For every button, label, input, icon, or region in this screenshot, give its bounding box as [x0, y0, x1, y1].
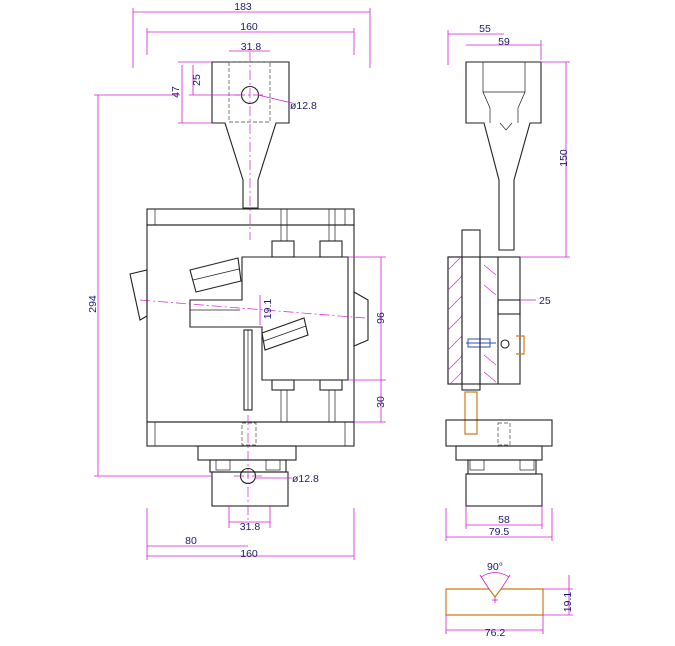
side-lower-adapter: [465, 473, 543, 507]
dim-specimen-height: 19.1: [562, 592, 574, 613]
dim-front-upper-bore: 31.8: [241, 41, 262, 53]
dim-front-upper-47: 47: [170, 86, 182, 98]
side-upper-grip: [465, 61, 542, 251]
front-main-body: [146, 208, 355, 226]
dim-front-mid-96: 96: [375, 312, 387, 324]
front-lower-jaw: [261, 317, 309, 351]
front-upper-jaw: [189, 257, 242, 293]
dim-side-79-5: 79.5: [489, 526, 510, 538]
dim-front-total-height: 294: [87, 295, 99, 313]
dim-front-upper-25: 25: [191, 74, 203, 86]
dim-front-overall-width: 183: [234, 1, 252, 13]
dim-front-top-width: 160: [240, 21, 258, 33]
specimen-view: 90° 19.1 76.2: [445, 561, 574, 639]
side-body: [447, 256, 521, 385]
dim-front-upper-hole: ø12.8: [290, 100, 317, 112]
side-view: [445, 61, 553, 507]
dim-front-bottom-80: 80: [185, 535, 197, 547]
dim-specimen-length: 76.2: [485, 627, 506, 639]
dim-side-59: 59: [498, 36, 510, 48]
front-upper-bore-hidden: [228, 61, 271, 123]
front-upper-grip: [211, 61, 290, 209]
side-rod: [461, 229, 481, 391]
side-dimensions: 55 59 150 25 58 79.5: [445, 23, 570, 541]
front-view: [129, 52, 369, 520]
dim-front-lower-bore: 31.8: [240, 521, 261, 533]
dim-front-mid-19-1: 19.1: [262, 299, 274, 320]
front-inner-block: [189, 256, 349, 381]
dim-side-25: 25: [539, 295, 551, 307]
specimen-outline: [445, 588, 544, 616]
dim-side-150: 150: [558, 149, 570, 167]
dim-side-58: 58: [498, 514, 510, 526]
front-dimensions: 183 160 31.8 25 47 ø12.8 294 19.1 96: [87, 1, 387, 560]
dim-front-bottom-160: 160: [240, 548, 258, 560]
dim-specimen-angle: 90°: [487, 561, 503, 573]
front-lower-adapter: [211, 471, 289, 507]
dim-side-55: 55: [479, 23, 491, 35]
dim-front-mid-30: 30: [375, 396, 387, 408]
dim-front-lower-hole: ø12.8: [292, 473, 319, 485]
